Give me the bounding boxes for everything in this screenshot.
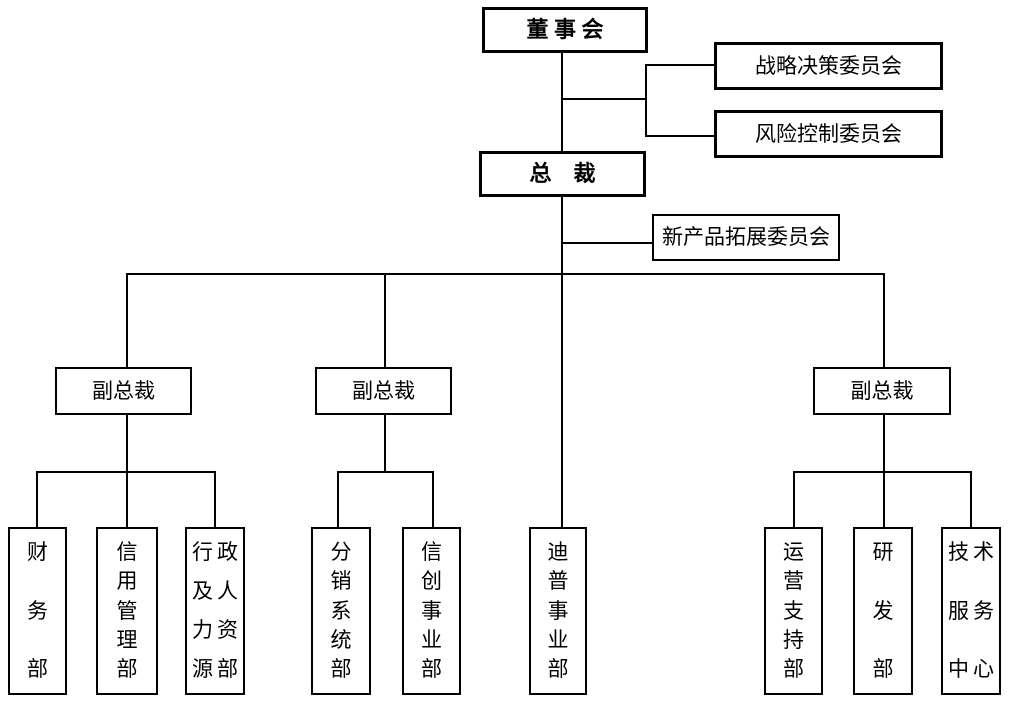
connector-group2-horizontal — [337, 471, 434, 473]
node-risk-committee-label: 风险控制委员会 — [755, 121, 902, 146]
dept-dipu-line: 迪 — [547, 540, 569, 564]
dept-credit-line: 部 — [116, 657, 138, 681]
dept-credit-line: 管 — [116, 598, 138, 623]
node-dept-xinchuang: 信 创 事 业 部 — [402, 527, 461, 695]
dept-operations-line: 部 — [783, 657, 804, 681]
node-strategy-committee: 战略决策委员会 — [714, 42, 943, 90]
connector-newproduct-branch — [561, 242, 652, 244]
connector-strategy-branch — [645, 64, 714, 66]
dept-tech-service-line: 中心 — [948, 657, 998, 681]
dept-xinchuang-line: 业 — [421, 627, 442, 652]
node-strategy-committee-label: 战略决策委员会 — [755, 53, 902, 78]
dept-finance-line: 部 — [27, 657, 48, 681]
dept-dipu-line: 部 — [547, 657, 569, 681]
dept-rnd-line: 部 — [872, 657, 894, 681]
dept-admin-hr-line: 及人 — [192, 579, 242, 603]
connector-main-horizontal — [126, 273, 885, 275]
connector-vp2-drop — [384, 273, 386, 368]
node-president-label: 总 裁 — [529, 161, 596, 186]
dept-credit-line: 用 — [116, 569, 138, 594]
node-new-product-committee: 新产品拓展委员会 — [652, 214, 840, 261]
node-vp2-label: 副总裁 — [352, 378, 415, 403]
connector-xinchuang-drop — [432, 471, 434, 527]
dept-finance-line: 务 — [27, 598, 48, 623]
node-dept-tech-service: 技术 服务 中心 — [941, 527, 1001, 695]
dept-distribution-line: 销 — [330, 569, 352, 594]
dept-admin-hr-line: 力资 — [192, 618, 242, 642]
connector-distribution-drop — [337, 471, 339, 527]
node-risk-committee: 风险控制委员会 — [714, 110, 943, 158]
connector-committee-spine — [645, 64, 647, 137]
dept-tech-service-line: 技术 — [948, 540, 998, 564]
dept-dipu-line: 业 — [547, 627, 569, 652]
dept-dipu-line: 事 — [547, 598, 569, 623]
node-vp2: 副总裁 — [315, 367, 452, 415]
node-vp1-label: 副总裁 — [92, 378, 155, 403]
dept-credit-line: 理 — [116, 627, 138, 652]
node-board-label: 董 事 会 — [526, 17, 604, 42]
connector-operations-drop — [793, 471, 795, 527]
connector-group3-horizontal — [793, 471, 972, 473]
connector-vp3-drop — [883, 273, 885, 368]
dept-xinchuang-line: 事 — [421, 598, 442, 623]
dept-operations-line: 支 — [783, 598, 804, 623]
dept-tech-service-line: 服务 — [948, 598, 998, 623]
node-president: 总 裁 — [479, 151, 646, 197]
connector-president-trunk — [561, 196, 563, 527]
node-dept-rnd: 研 发 部 — [853, 527, 913, 695]
dept-xinchuang-line: 创 — [421, 569, 442, 594]
node-vp3-label: 副总裁 — [850, 378, 914, 403]
node-new-product-committee-label: 新产品拓展委员会 — [662, 225, 830, 249]
node-vp1: 副总裁 — [55, 367, 192, 415]
dept-distribution-line: 统 — [330, 627, 352, 652]
node-dept-admin-hr: 行政 及人 力资 源部 — [185, 527, 245, 695]
connector-techservice-drop — [970, 471, 972, 527]
dept-rnd-line: 发 — [872, 598, 894, 623]
connector-board-president — [561, 53, 563, 153]
dept-operations-line: 持 — [783, 627, 804, 652]
node-dept-finance: 财 务 部 — [8, 527, 67, 695]
dept-distribution-line: 部 — [330, 657, 352, 681]
node-dept-credit: 信 用 管 理 部 — [96, 527, 158, 695]
dept-distribution-line: 系 — [330, 598, 352, 623]
connector-committee-stub — [561, 98, 647, 100]
dept-rnd-line: 研 — [872, 540, 894, 564]
connector-risk-branch — [645, 135, 714, 137]
dept-distribution-line: 分 — [330, 540, 352, 564]
dept-xinchuang-line: 部 — [421, 657, 442, 681]
dept-credit-line: 信 — [116, 540, 138, 564]
connector-group1-horizontal — [36, 471, 216, 473]
dept-admin-hr-line: 源部 — [192, 657, 242, 681]
node-dept-dipu: 迪 普 事 业 部 — [529, 527, 587, 695]
dept-finance-line: 财 — [27, 540, 48, 564]
node-board: 董 事 会 — [482, 7, 648, 53]
dept-operations-line: 营 — [783, 569, 804, 594]
connector-vp1-drop — [126, 273, 128, 368]
connector-adminhr-drop — [214, 471, 216, 527]
connector-vp3-down — [883, 414, 885, 527]
dept-operations-line: 运 — [783, 540, 804, 564]
connector-finance-drop — [36, 471, 38, 527]
connector-vp2-down — [384, 414, 386, 473]
node-vp3: 副总裁 — [813, 367, 951, 415]
dept-dipu-line: 普 — [547, 569, 569, 594]
node-dept-distribution: 分 销 系 统 部 — [311, 527, 371, 695]
dept-admin-hr-line: 行政 — [192, 540, 242, 564]
connector-vp1-down — [126, 414, 128, 527]
dept-xinchuang-line: 信 — [421, 540, 442, 564]
node-dept-operations: 运 营 支 持 部 — [764, 527, 823, 695]
